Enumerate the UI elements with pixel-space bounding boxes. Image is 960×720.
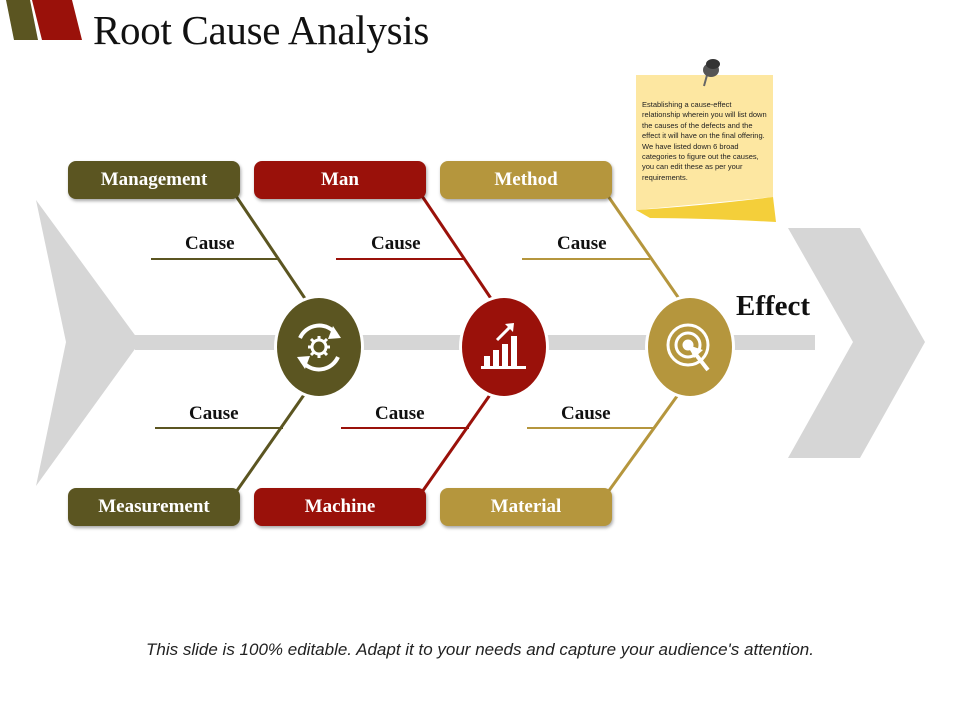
category-measurement: Measurement [68,488,240,526]
cause-label: Cause [561,403,611,424]
page-title: Root Cause Analysis [93,7,429,53]
category-management: Management [68,161,240,199]
fishbone-head [788,228,925,458]
category-machine: Machine [254,488,426,526]
sticky-note-text: Establishing a cause-effect relationship… [642,100,767,182]
bone-material [606,391,682,493]
effect-label: Effect [736,290,811,322]
sticky-note [636,59,776,222]
cause-label: Cause [557,233,607,254]
target-icon [666,323,710,372]
category-man: Man [254,161,426,199]
growth-chart-icon [481,323,526,369]
category-material: Material [440,488,612,526]
corner-decoration-red [32,0,82,40]
cause-label: Cause [185,233,235,254]
cause-label: Cause [189,403,239,424]
bone-machine [420,391,494,493]
corner-decoration-olive [6,0,38,40]
cause-label: Cause [371,233,421,254]
category-method: Method [440,161,612,199]
node-olive [277,298,361,396]
footer-text: This slide is 100% editable. Adapt it to… [146,640,814,659]
cause-label: Cause [375,403,425,424]
refresh-gear-icon [297,323,341,372]
bone-method [606,195,682,301]
bone-measurement [234,391,308,493]
bone-management [234,195,308,301]
bone-man [420,195,494,301]
fishbone-tail [36,200,140,486]
